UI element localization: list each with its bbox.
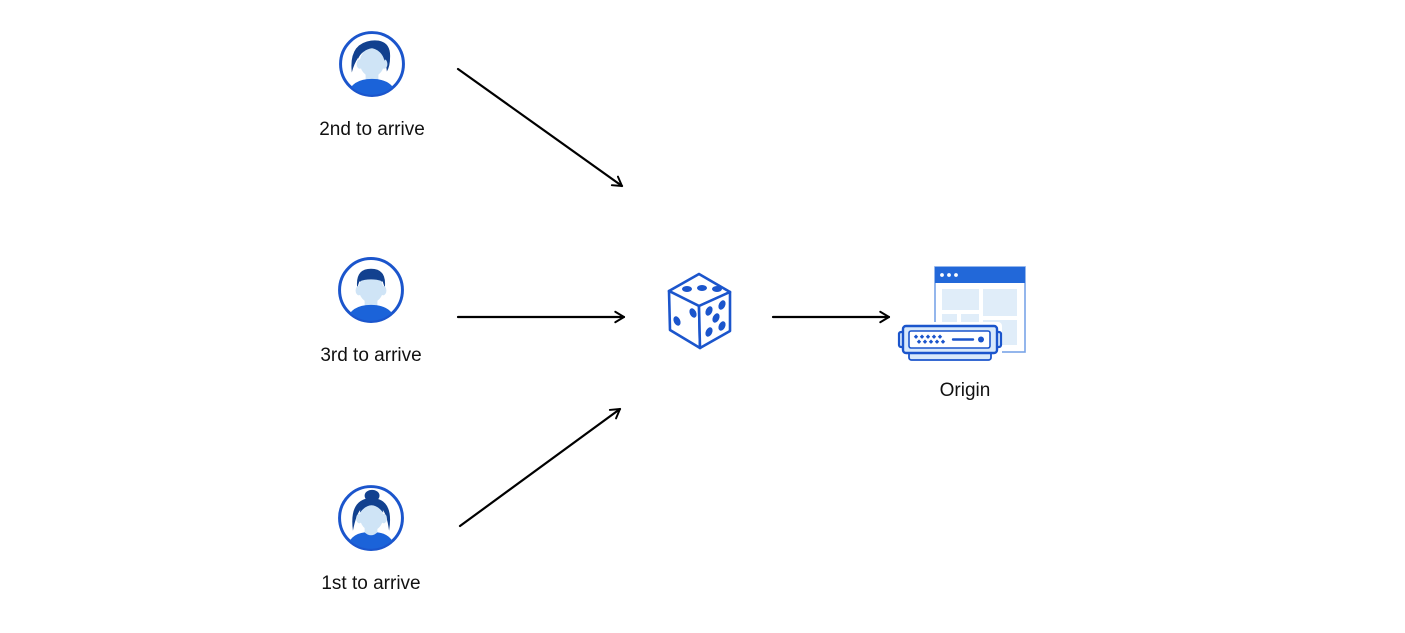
origin-node: Origin — [890, 258, 1040, 403]
server-vents-icon — [913, 334, 946, 344]
user-node-first: 1st to arrive — [301, 484, 441, 596]
user-label-third: 3rd to arrive — [320, 345, 422, 366]
arrow-user-first-to-dice — [458, 407, 622, 528]
dice-icon — [667, 272, 732, 350]
user-node-second: 2nd to arrive — [302, 30, 442, 142]
user-label-first: 1st to arrive — [321, 573, 421, 594]
user-label-second: 2nd to arrive — [319, 119, 425, 140]
avatar-man-flattop-icon — [338, 257, 404, 323]
avatar-woman-bun-icon — [338, 485, 404, 551]
origin-label: Origin — [939, 380, 991, 401]
origin-server-icon — [897, 266, 1026, 362]
dice-node — [659, 266, 741, 359]
window-dots-icon — [940, 273, 958, 277]
avatar-man-swoop-icon — [339, 31, 405, 97]
arrow-user-second-to-dice — [456, 67, 624, 188]
user-node-third: 3rd to arrive — [301, 256, 441, 368]
server-led-icon — [978, 336, 984, 343]
